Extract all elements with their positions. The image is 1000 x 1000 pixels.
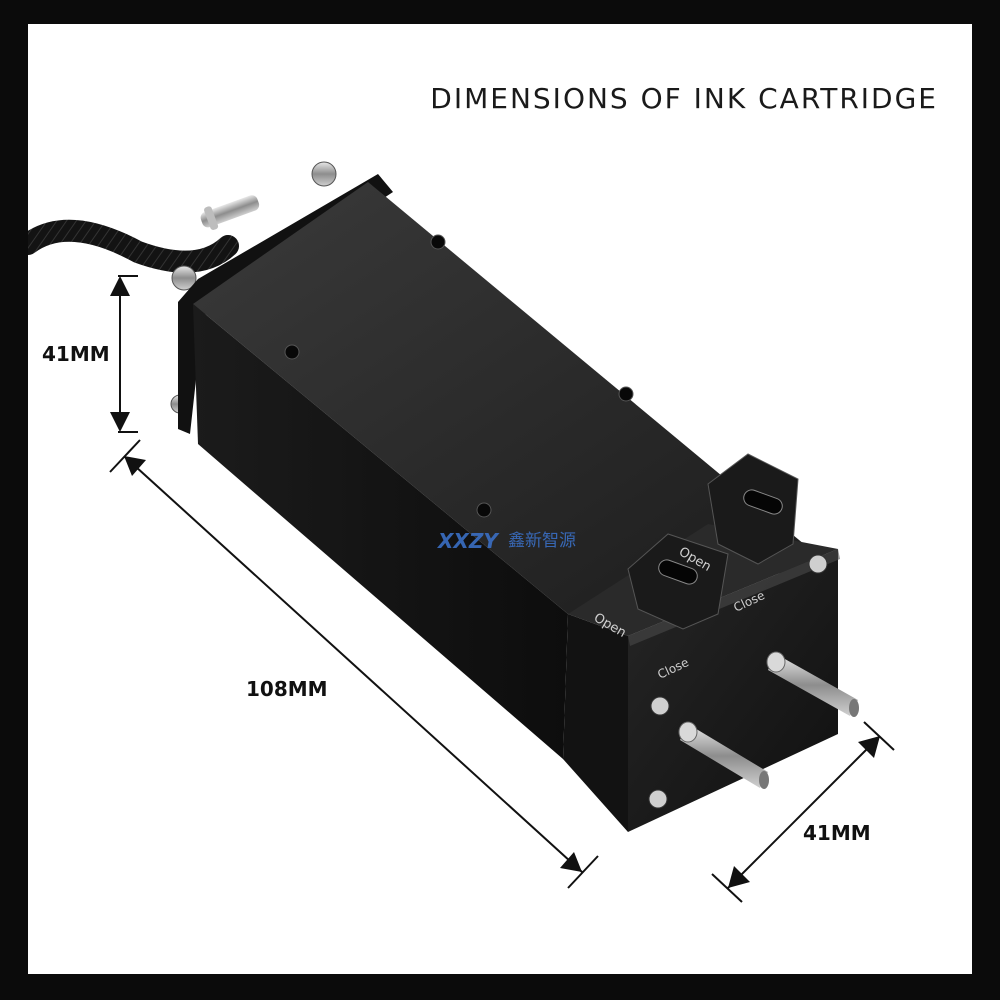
valve-handle-right bbox=[707, 453, 799, 565]
length-dimension-line bbox=[109, 439, 599, 889]
product-photo-canvas: Open Open Close Close XXZY 鑫新智源 bbox=[28, 24, 972, 974]
cartridge-side-face bbox=[193, 304, 568, 759]
height-dimension-label: 41MM bbox=[42, 342, 110, 366]
mount-hole bbox=[284, 344, 300, 360]
valve-handle-left bbox=[627, 533, 729, 630]
front-hose-fitting-lower bbox=[678, 721, 769, 789]
braided-cable bbox=[28, 219, 239, 273]
mount-hole bbox=[476, 502, 492, 518]
page-title: DIMENSIONS OF INK CARTRIDGE bbox=[430, 82, 938, 115]
width-dimension-line bbox=[711, 721, 895, 903]
product-illustration: Open Open Close Close XXZY 鑫新智源 bbox=[28, 161, 895, 903]
front-screw bbox=[808, 554, 828, 574]
valve-block-side bbox=[563, 614, 628, 832]
mount-hole bbox=[430, 234, 446, 250]
front-screw bbox=[648, 789, 668, 809]
mount-hole bbox=[618, 386, 634, 402]
front-hose-fitting-upper bbox=[766, 651, 859, 717]
width-dimension-label: 41MM bbox=[803, 821, 871, 845]
height-dimension-line bbox=[110, 275, 138, 433]
watermark-cn: 鑫新智源 bbox=[508, 531, 576, 551]
rear-screw-top bbox=[311, 161, 337, 187]
length-dimension-label: 108MM bbox=[246, 677, 328, 701]
rear-screw-mid bbox=[171, 265, 197, 291]
watermark-latin: XXZY bbox=[436, 529, 500, 553]
rear-hose-fitting bbox=[200, 195, 260, 230]
front-screw bbox=[650, 696, 670, 716]
cartridge-top-face bbox=[193, 182, 828, 614]
